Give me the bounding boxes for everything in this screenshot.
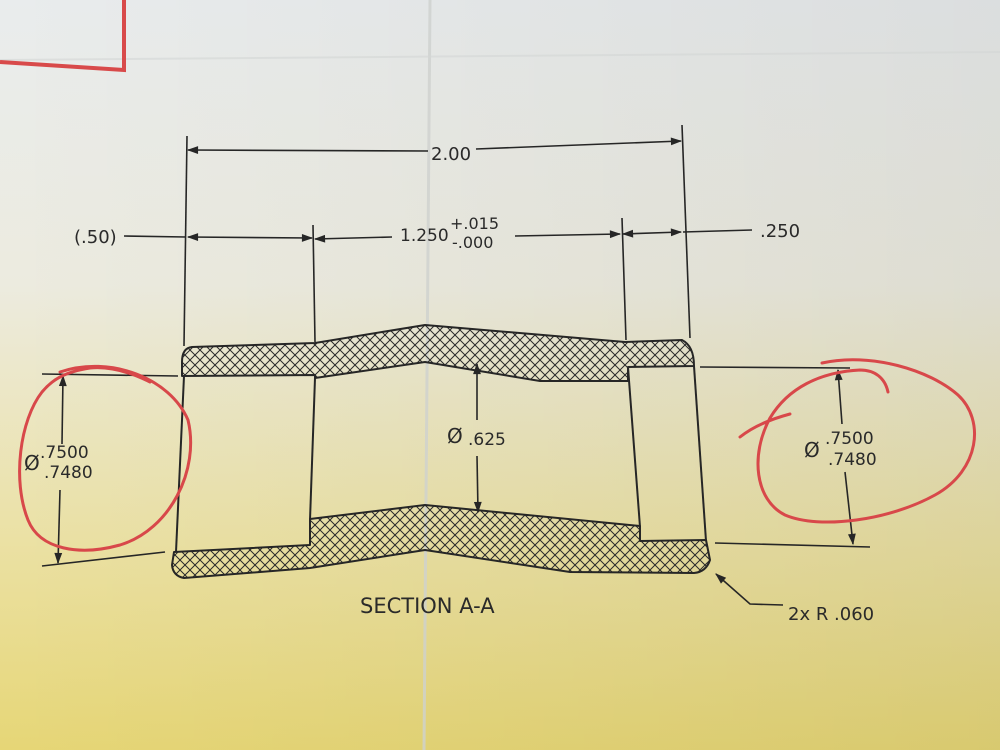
bottom-wall-hatch (171, 504, 711, 579)
right-diameter-upper: .7500 (825, 429, 874, 449)
markup-circles (18, 358, 977, 552)
right-step-edge (627, 366, 641, 528)
left-step-label: (.50) (74, 227, 117, 248)
fold-line-vertical (422, 0, 432, 750)
title-block-corner (0, 0, 126, 73)
part-section (171, 324, 711, 579)
right-end-face (693, 365, 707, 542)
bore-tol-plus: +.015 (450, 214, 499, 233)
left-diameter-lower: .7480 (44, 463, 93, 483)
bore-length-label: 1.250 (400, 226, 449, 246)
fold-line-horizontal (0, 51, 1000, 61)
left-diameter-symbol: Ø (24, 451, 40, 475)
center-diameter-symbol: Ø (447, 424, 463, 448)
bore-tol-minus: -.000 (452, 233, 493, 252)
right-step-label: .250 (760, 221, 800, 242)
overall-length-label: 2.00 (431, 144, 471, 165)
right-markup-circle (738, 358, 977, 524)
radius-note: 2x R .060 (788, 604, 874, 625)
dimension-lines (54, 137, 856, 606)
left-diameter-upper: .7500 (40, 443, 89, 463)
right-diameter-lower: .7480 (828, 450, 877, 470)
top-wall-hatch (181, 324, 695, 382)
section-label: SECTION A-A (360, 594, 495, 618)
center-diameter-label: .625 (468, 430, 506, 450)
left-step-edge (309, 377, 316, 521)
left-markup-circle (18, 364, 193, 552)
right-diameter-symbol: Ø (804, 438, 820, 462)
left-end-face (175, 375, 185, 553)
